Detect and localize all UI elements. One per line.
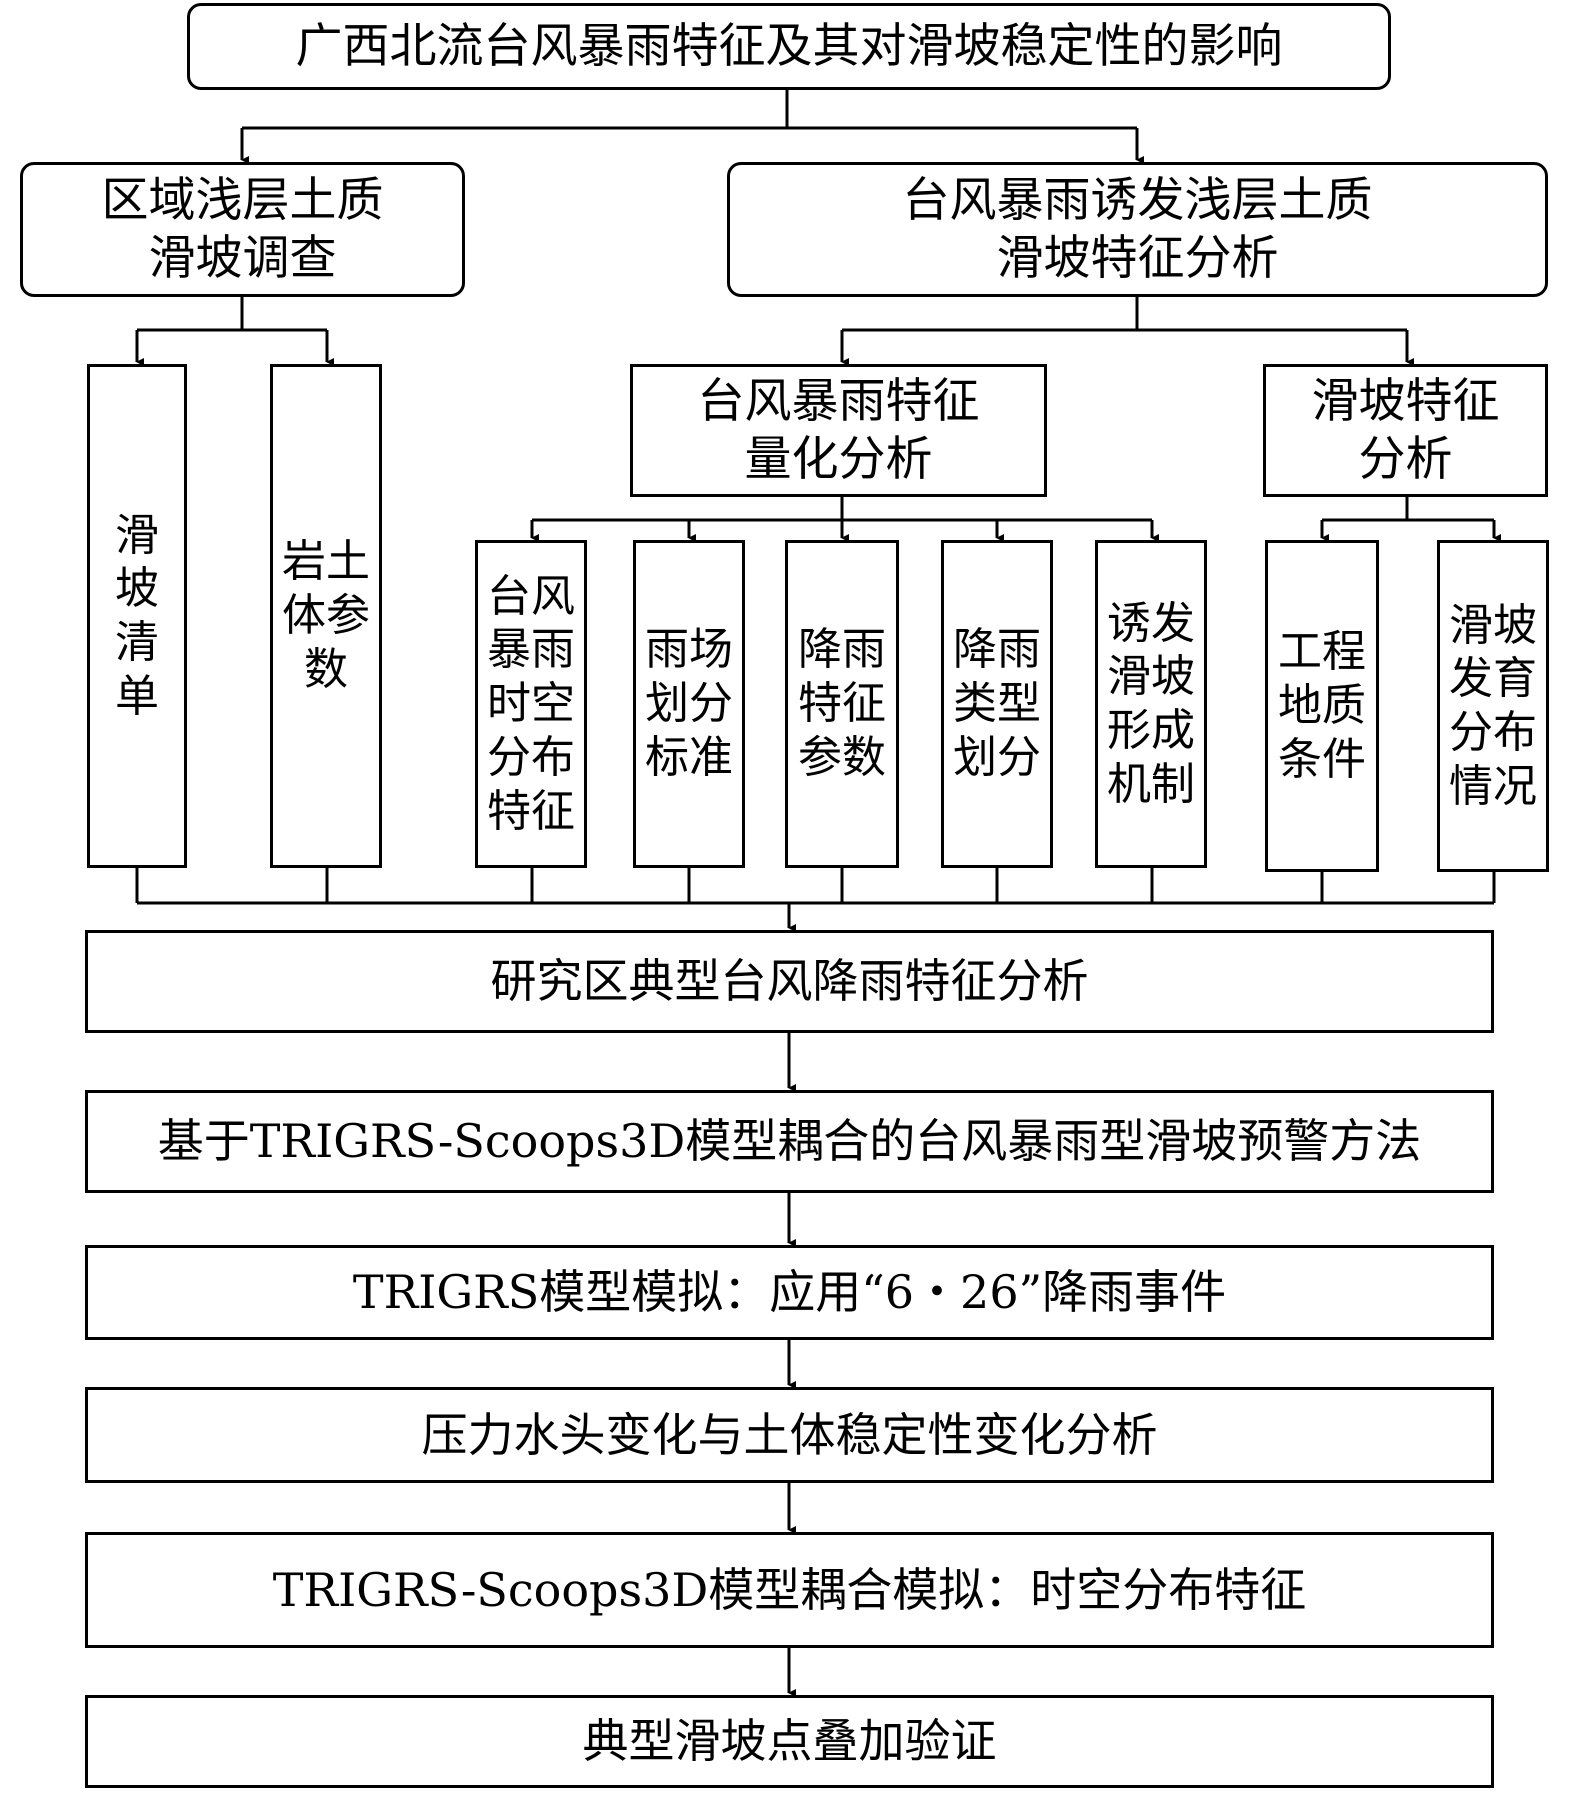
leaf-rain-params: 降雨特征参数 [785,540,899,868]
branch-left-label: 区域浅层土质 滑坡调查 [101,173,384,286]
step-6-label: 典型滑坡点叠加验证 [582,1714,997,1769]
step-trigrs-simulation: TRIGRS模型模拟：应用“6・26”降雨事件 [85,1245,1494,1340]
sub-rain-box: 台风暴雨特征 量化分析 [630,364,1047,497]
step-warning-method: 基于TRIGRS-Scoops3D模型耦合的台风暴雨型滑坡预警方法 [85,1090,1494,1193]
leaf-landslide-list: 滑坡清单 [87,364,187,868]
leaf-rock-soil-params: 岩土体参数 [270,364,382,868]
branch-right-box: 台风暴雨诱发浅层土质 滑坡特征分析 [727,162,1548,297]
step-4-label: 压力水头变化与土体稳定性变化分析 [421,1407,1158,1462]
leaf-rain-type: 降雨类型划分 [941,540,1053,868]
leaf-distribution-label: 滑坡发育分布情况 [1449,599,1537,812]
step-pressure-head-analysis: 压力水头变化与土体稳定性变化分析 [85,1387,1494,1483]
leaf-spatiotemporal: 台风暴雨时空分布特征 [475,540,587,868]
branch-right-label: 台风暴雨诱发浅层土质 滑坡特征分析 [902,173,1373,286]
leaf-distribution: 滑坡发育分布情况 [1437,540,1549,872]
leaf-geology: 工程地质条件 [1265,540,1379,872]
sub-landslide-box: 滑坡特征 分析 [1263,364,1548,497]
step-3-label: TRIGRS模型模拟：应用“6・26”降雨事件 [352,1265,1227,1320]
step-typical-rain-analysis: 研究区典型台风降雨特征分析 [85,930,1494,1033]
step-1-label: 研究区典型台风降雨特征分析 [490,954,1089,1009]
leaf-landslide-list-label: 滑坡清单 [115,509,159,722]
edge-merge-drops [135,868,1496,903]
leaf-rock-soil-params-label: 岩土体参数 [282,536,370,695]
branch-left-box: 区域浅层土质 滑坡调查 [20,162,465,297]
step-coupled-simulation: TRIGRS-Scoops3D模型耦合模拟：时空分布特征 [85,1532,1494,1648]
leaf-mechanism: 诱发滑坡形成机制 [1095,540,1207,868]
leaf-rain-params-label: 降雨特征参数 [798,624,886,783]
step-2-label: 基于TRIGRS-Scoops3D模型耦合的台风暴雨型滑坡预警方法 [157,1114,1422,1169]
leaf-rain-field: 雨场划分标准 [633,540,745,868]
leaf-rain-field-label: 雨场划分标准 [645,624,733,783]
title-box: 广西北流台风暴雨特征及其对滑坡稳定性的影响 [187,3,1391,90]
leaf-geology-label: 工程地质条件 [1278,626,1366,785]
title-label: 广西北流台风暴雨特征及其对滑坡稳定性的影响 [295,18,1283,74]
leaf-rain-type-label: 降雨类型划分 [953,624,1041,783]
leaf-mechanism-label: 诱发滑坡形成机制 [1107,597,1195,810]
leaf-spatiotemporal-label: 台风暴雨时空分布特征 [487,570,575,837]
step-5-label: TRIGRS-Scoops3D模型耦合模拟：时空分布特征 [272,1562,1307,1617]
sub-landslide-label: 滑坡特征 分析 [1311,374,1500,487]
step-overlay-validation: 典型滑坡点叠加验证 [85,1695,1494,1788]
sub-rain-label: 台风暴雨特征 量化分析 [697,374,980,487]
